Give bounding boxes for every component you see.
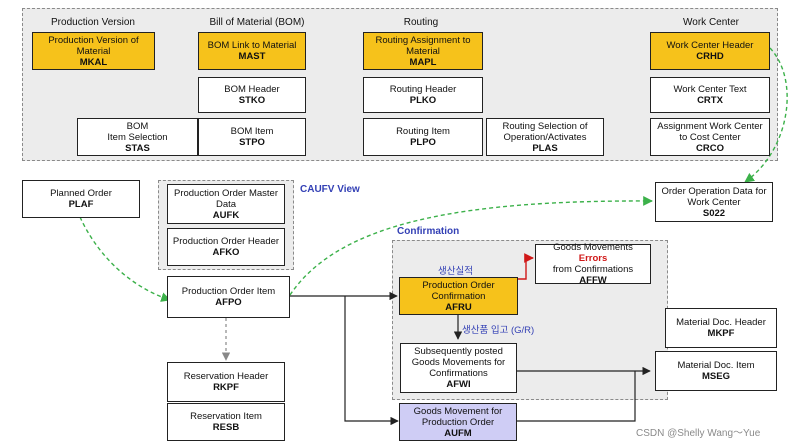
box-afwi: Subsequently posted Goods Movements for … [400,343,517,393]
box-aufk-name: Production Order Master Data [173,187,278,210]
box-afru: Production Order Confirmation AFRU [399,277,518,315]
link-afpo-s022 [289,196,653,296]
header-work-center: Work Center [683,17,739,28]
box-mapl: Routing Assignment to Material MAPL [363,32,483,70]
header-production-version: Production Version [51,17,135,28]
box-s022: Order Operation Data for Work Center S02… [655,182,773,222]
box-resb: Reservation Item RESB [167,403,285,441]
box-afru-name: Production Order Confirmation [422,279,495,302]
box-plpo-code: PLPO [410,137,436,148]
box-affw-name-errors: Errors [578,253,608,264]
box-mkal: Production Version of Material MKAL [32,32,155,70]
link-afpo-aufm [344,296,399,426]
box-mseg-name: Material Doc. Item [677,360,755,371]
box-resb-code: RESB [212,422,240,433]
box-plaf: Planned Order PLAF [22,180,140,218]
box-s022-code: S022 [702,207,726,219]
box-stko-code: STKO [238,95,266,106]
box-rkpf: Reservation Header RKPF [167,362,285,402]
box-afwi-code: AFWI [446,379,471,390]
box-crhd-code: CRHD [696,51,724,62]
box-stpo-code: STPO [239,137,265,148]
box-s022-name: Order Operation Data for Work Center [661,185,767,208]
box-crtx-name: Work Center Text [673,84,747,95]
box-crtx-code: CRTX [697,95,723,106]
box-afko-code: AFKO [212,247,240,258]
box-mkal-name: Production Version of Material [48,34,139,57]
label-caufv-view: CAUFV View [300,184,360,195]
box-mast-name: BOM Link to Material [207,40,297,51]
box-rkpf-code: RKPF [213,382,239,393]
box-mapl-name: Routing Assignment to Material [375,34,471,57]
box-afko-name: Production Order Header [172,236,280,247]
box-crhd: Work Center Header CRHD [650,32,770,70]
box-plpo: Routing Item PLPO [363,118,483,156]
box-plas: Routing Selection of Operation/Activates… [486,118,604,156]
box-afpo: Production Order Item AFPO [167,276,290,318]
link-crhd-s022 [744,47,788,183]
box-mseg: Material Doc. Item MSEG [655,351,777,391]
box-stpo: BOM Item STPO [198,118,306,156]
box-plko: Routing Header PLKO [363,77,483,113]
box-aufk: Production Order Master Data AUFK [167,184,285,224]
box-stas: BOM Item Selection STAS [77,118,198,156]
box-plko-code: PLKO [409,95,437,106]
box-plaf-code: PLAF [68,199,94,210]
box-affw: Goods Movements Errors from Confirmation… [535,242,651,286]
box-aufm-name: Goods Movement for Production Order [413,405,503,428]
box-mkpf-code: MKPF [707,328,735,339]
box-stpo-name: BOM Item [230,126,274,137]
box-afpo-code: AFPO [215,297,242,308]
box-affw-name-suffix: from Confirmations [552,264,634,275]
box-crco-name: Assignment Work Center to Cost Center [657,120,763,143]
box-mast-code: MAST [238,51,266,62]
box-aufm-code: AUFM [444,427,472,439]
box-plaf-name: Planned Order [50,188,112,199]
box-mapl-code: MAPL [409,56,437,68]
box-aufm: Goods Movement for Production Order AUFM [399,403,517,441]
box-mast: BOM Link to Material MAST [198,32,306,70]
box-crco: Assignment Work Center to Cost Center CR… [650,118,770,156]
watermark: CSDN @Shelly Wang～Yue [636,428,761,439]
header-routing: Routing [403,17,439,28]
label-goods-receipt: 생산품 입고 (G/R) [462,325,535,336]
label-confirmation: Confirmation [397,226,460,237]
box-stas-name2: Item Selection [107,131,168,143]
box-plas-name: Routing Selection of Operation/Activates [502,120,588,143]
box-resb-name: Reservation Item [190,411,262,422]
box-mseg-code: MSEG [702,371,730,382]
box-stas-name1: BOM [126,120,149,132]
box-mkpf-name: Material Doc. Header [676,317,766,328]
box-afru-code: AFRU [445,301,472,313]
box-rkpf-name: Reservation Header [183,371,269,382]
box-crtx: Work Center Text CRTX [650,77,770,113]
box-mkal-code: MKAL [79,56,108,68]
box-plpo-name: Routing Item [396,126,450,137]
box-afwi-name: Subsequently posted Goods Movements for … [411,346,506,379]
link-afru-affw [518,253,534,280]
box-stko: BOM Header STKO [198,77,306,113]
box-mkpf: Material Doc. Header MKPF [665,308,777,348]
box-afpo-name: Production Order Item [181,286,276,297]
link-aufm-mseg [517,371,636,422]
box-affw-name-prefix: Goods Movements [553,242,633,253]
box-plas-code: PLAS [532,142,558,154]
box-crhd-name: Work Center Header [666,40,754,51]
link-plaf-afpo [79,216,171,302]
box-plko-name: Routing Header [389,84,457,95]
box-aufk-code: AUFK [212,209,240,221]
box-afko: Production Order Header AFKO [167,228,285,266]
header-bom: Bill of Material (BOM) [209,17,305,28]
label-production-performance: 생산실적 [438,266,473,277]
box-stko-name: BOM Header [224,84,280,95]
box-stas-code: STAS [125,142,150,154]
box-crco-code: CRCO [696,142,724,154]
box-affw-code: AFFW [579,275,607,286]
